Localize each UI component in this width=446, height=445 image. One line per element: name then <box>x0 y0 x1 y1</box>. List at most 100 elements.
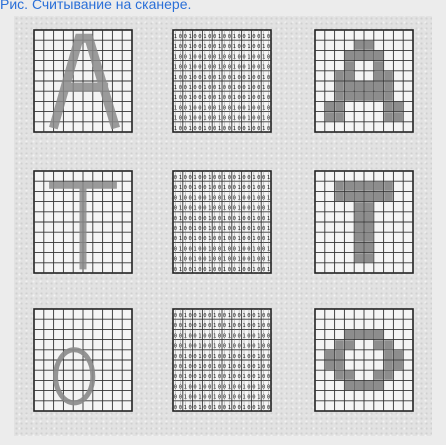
binary-digit: 0 <box>237 54 240 60</box>
binary-digit: 1 <box>257 313 260 319</box>
binary-digit: 0 <box>233 405 236 411</box>
binary-digit: 1 <box>218 95 221 101</box>
binary-digit: 0 <box>223 34 226 40</box>
binary-digit: 0 <box>242 175 245 181</box>
binary-digit: 1 <box>208 175 211 181</box>
pixel-cell <box>374 381 383 390</box>
binary-digit: 0 <box>262 384 265 390</box>
binary-digit: 0 <box>198 85 201 91</box>
pixel-cell <box>345 192 354 201</box>
binary-digit: 0 <box>198 116 201 122</box>
binary-digit: 1 <box>198 384 201 390</box>
binary-digit: 0 <box>198 175 201 181</box>
binary-digit: 0 <box>233 384 236 390</box>
binary-digit: 0 <box>247 236 250 242</box>
binary-digit: 0 <box>188 236 191 242</box>
binary-digit: 0 <box>203 364 206 370</box>
binary-digit: 0 <box>257 34 260 40</box>
binary-digit: 0 <box>213 95 216 101</box>
binary-digit: 0 <box>218 175 221 181</box>
binary-digit: 0 <box>237 85 240 91</box>
binary-digit: 1 <box>247 34 250 40</box>
binary-digit: 0 <box>213 267 216 273</box>
binary-digit: 1 <box>198 364 201 370</box>
binary-digit: 1 <box>252 246 255 252</box>
binary-digit: 0 <box>223 364 226 370</box>
binary-digit: 0 <box>223 354 226 360</box>
binary-digit: 1 <box>203 75 206 81</box>
binary-digit: 0 <box>218 236 221 242</box>
binary-digit: 1 <box>188 44 191 50</box>
binary-digit: 0 <box>228 246 231 252</box>
binary-digit: 0 <box>252 395 255 401</box>
binary-digit: 0 <box>237 374 240 380</box>
binary-digit: 1 <box>223 257 226 263</box>
binary-digit: 1 <box>218 54 221 60</box>
binary-digit: 0 <box>213 65 216 71</box>
binary-code-grid: 0100100100100100100101001001001001001001… <box>173 171 271 273</box>
pixel-cell <box>384 192 393 201</box>
pixel-cell <box>365 182 374 191</box>
binary-digit: 0 <box>184 34 187 40</box>
pixel-cell <box>355 82 364 91</box>
binary-digit: 0 <box>193 405 196 411</box>
binary-digit: 0 <box>242 54 245 60</box>
binary-digit: 0 <box>198 206 201 212</box>
binary-digit: 0 <box>233 354 236 360</box>
binary-digit: 1 <box>203 34 206 40</box>
binary-digit: 0 <box>188 246 191 252</box>
binary-digit: 1 <box>242 344 245 350</box>
binary-digit: 1 <box>237 257 240 263</box>
binary-digit: 0 <box>237 34 240 40</box>
binary-digit: 0 <box>267 364 270 370</box>
pixel-cell <box>365 202 374 211</box>
pixel-cell <box>374 371 383 380</box>
binary-digit: 0 <box>174 323 177 329</box>
binary-digit: 1 <box>242 384 245 390</box>
binary-digit: 0 <box>228 116 231 122</box>
binary-digit: 0 <box>174 354 177 360</box>
binary-digit: 0 <box>267 116 270 122</box>
binary-digit: 1 <box>247 126 250 132</box>
binary-digit: 0 <box>188 195 191 201</box>
binary-digit: 1 <box>188 95 191 101</box>
binary-digit: 0 <box>242 236 245 242</box>
binary-digit: 0 <box>262 395 265 401</box>
binary-digit: 1 <box>228 344 231 350</box>
binary-digit: 0 <box>208 105 211 111</box>
binary-digit: 0 <box>228 175 231 181</box>
binary-digit: 0 <box>252 405 255 411</box>
binary-digit: 0 <box>188 226 191 232</box>
binary-digit: 0 <box>223 105 226 111</box>
binary-digit: 0 <box>208 95 211 101</box>
binary-digit: 0 <box>242 44 245 50</box>
binary-digit: 0 <box>242 126 245 132</box>
binary-digit: 0 <box>213 105 216 111</box>
pixel-cell <box>355 202 364 211</box>
binary-digit: 0 <box>262 246 265 252</box>
binary-digit: 0 <box>208 65 211 71</box>
binary-digit: 0 <box>203 374 206 380</box>
binary-digit: 0 <box>174 206 177 212</box>
pixel-cell <box>384 371 393 380</box>
binary-digit: 0 <box>252 75 255 81</box>
binary-digit: 0 <box>252 323 255 329</box>
binary-digit: 1 <box>213 323 216 329</box>
binary-digit: 1 <box>174 85 177 91</box>
binary-digit: 1 <box>184 313 187 319</box>
binary-digit: 0 <box>193 44 196 50</box>
binary-digit: 0 <box>228 105 231 111</box>
binary-digit: 0 <box>228 54 231 60</box>
pixel-cell <box>345 381 354 390</box>
binary-digit: 0 <box>267 333 270 339</box>
binary-digit: 1 <box>252 257 255 263</box>
binary-digit: 0 <box>247 216 250 222</box>
binary-digit: 0 <box>188 395 191 401</box>
binary-digit: 0 <box>242 257 245 263</box>
binary-digit: 0 <box>233 333 236 339</box>
binary-digit: 0 <box>184 105 187 111</box>
binary-digit: 0 <box>247 267 250 273</box>
binary-digit: 1 <box>208 246 211 252</box>
pixel-cell <box>325 350 334 359</box>
binary-digit: 0 <box>174 405 177 411</box>
